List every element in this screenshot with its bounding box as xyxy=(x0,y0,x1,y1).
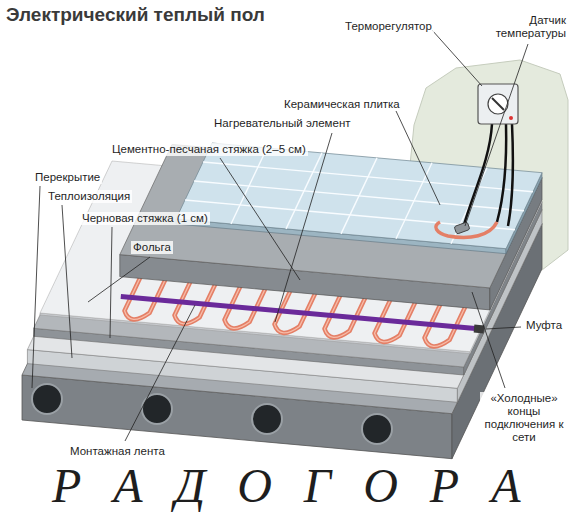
tile-grid xyxy=(185,148,533,244)
part-label: Муфта xyxy=(524,319,564,332)
leader-line xyxy=(88,257,150,302)
leader-line xyxy=(220,158,300,280)
leader-line xyxy=(396,111,440,205)
part-label: Перекрытие xyxy=(33,171,102,184)
temperature-sensor xyxy=(454,222,470,234)
leader-line xyxy=(432,30,482,86)
leader-line xyxy=(125,305,195,441)
part-label: Терморегулятор xyxy=(343,20,434,33)
slab-hole xyxy=(32,384,62,414)
thermostat-knob-mark xyxy=(492,98,504,110)
cold-end-wire xyxy=(508,124,513,226)
part-label: Теплоизоляция xyxy=(46,190,132,203)
part-label: Цементно-песчаная стяжка (2–5 см) xyxy=(110,143,308,156)
slab-hole xyxy=(362,414,392,444)
leader-line xyxy=(472,292,505,388)
watermark: Р А Д О Г О Р А xyxy=(52,460,530,512)
part-label: Фольга xyxy=(131,241,173,254)
part-label: Датчик температуры xyxy=(484,14,568,40)
part-label: Монтажная лента xyxy=(68,445,167,458)
cold-end-wire xyxy=(497,124,506,222)
sensor-wire xyxy=(463,124,492,228)
leader-line xyxy=(275,133,332,322)
leader-line xyxy=(110,227,112,338)
leader-line xyxy=(465,44,528,226)
slab-hole xyxy=(252,404,282,434)
heating-cable-end xyxy=(436,222,497,237)
leader-line xyxy=(486,327,521,329)
part-label: Керамическая плитка xyxy=(282,98,402,111)
diagram-title: Электрический теплый пол xyxy=(6,4,265,26)
part-label: «Холодные» концы подключения к сети xyxy=(480,392,568,444)
thermostat-led xyxy=(509,116,513,120)
part-label: Нагревательный элемент xyxy=(212,117,353,130)
leader-lines xyxy=(32,30,528,441)
cable-coupling xyxy=(474,325,485,334)
part-label: Черновая стяжка (1 см) xyxy=(80,212,210,225)
leader-line xyxy=(62,205,72,358)
leader-line xyxy=(32,186,40,388)
